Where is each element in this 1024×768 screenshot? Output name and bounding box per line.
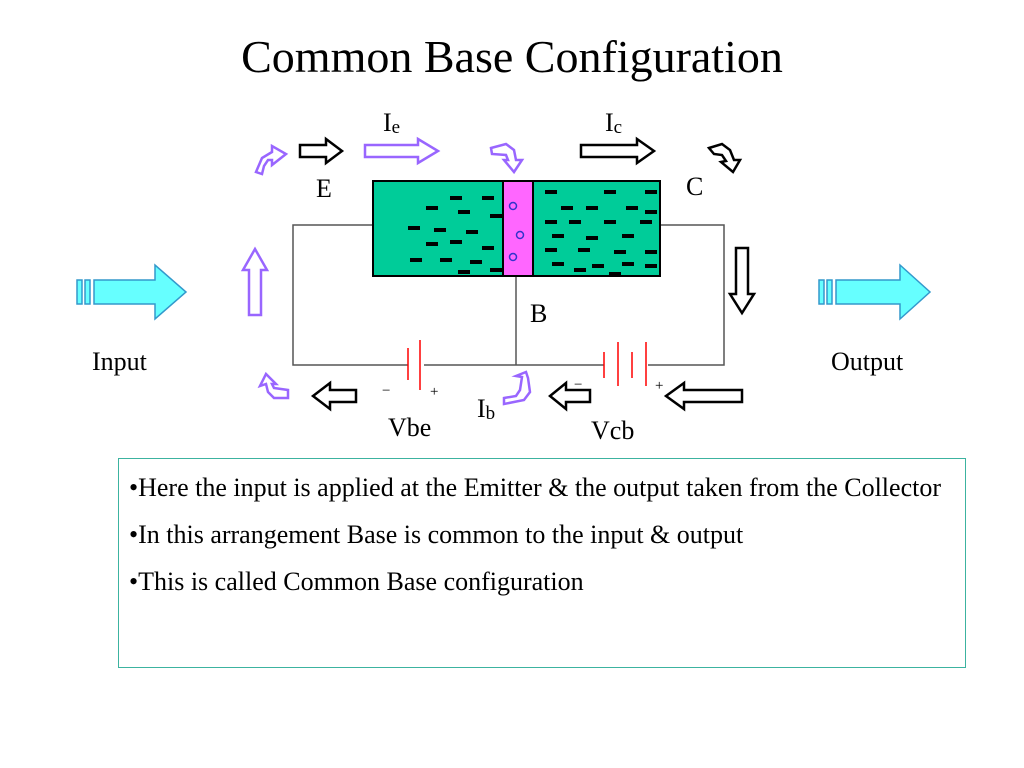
vcb-minus: − — [574, 377, 582, 393]
note-item: •In this arrangement Base is common to t… — [129, 520, 744, 549]
purple-flow-arrows — [240, 136, 532, 406]
collector-label: C — [686, 172, 703, 201]
vbe-minus: − — [382, 383, 390, 399]
common-base-diagram: Ie Ic E C B Input Output − + − + Vbe Ib … — [76, 108, 932, 445]
collector-region — [532, 180, 661, 277]
vcb-plus: + — [655, 378, 663, 394]
notes-box: •Here the input is applied at the Emitte… — [118, 458, 966, 668]
circuit-wires — [292, 224, 725, 366]
black-flow-arrows — [298, 136, 757, 412]
output-arrow — [818, 263, 932, 321]
battery-vcb — [603, 342, 647, 386]
note-item: •Here the input is applied at the Emitte… — [129, 473, 941, 502]
vcb-label: Vcb — [591, 416, 634, 445]
base-holes — [508, 201, 525, 262]
slide-title: Common Base Configuration — [241, 31, 783, 82]
electrons — [408, 190, 657, 276]
emitter-label: E — [316, 174, 332, 203]
input-arrow — [76, 263, 188, 321]
base-label: B — [530, 299, 547, 328]
ic-label: Ic — [605, 108, 622, 138]
input-label: Input — [92, 347, 148, 376]
ie-label: Ie — [383, 108, 400, 138]
ib-label: Ib — [477, 394, 495, 424]
battery-vbe — [407, 340, 421, 390]
output-label: Output — [831, 347, 904, 376]
vbe-label: Vbe — [388, 413, 431, 442]
base-region — [502, 180, 534, 277]
note-item: •This is called Common Base configuratio… — [129, 567, 584, 596]
vbe-plus: + — [430, 384, 438, 400]
